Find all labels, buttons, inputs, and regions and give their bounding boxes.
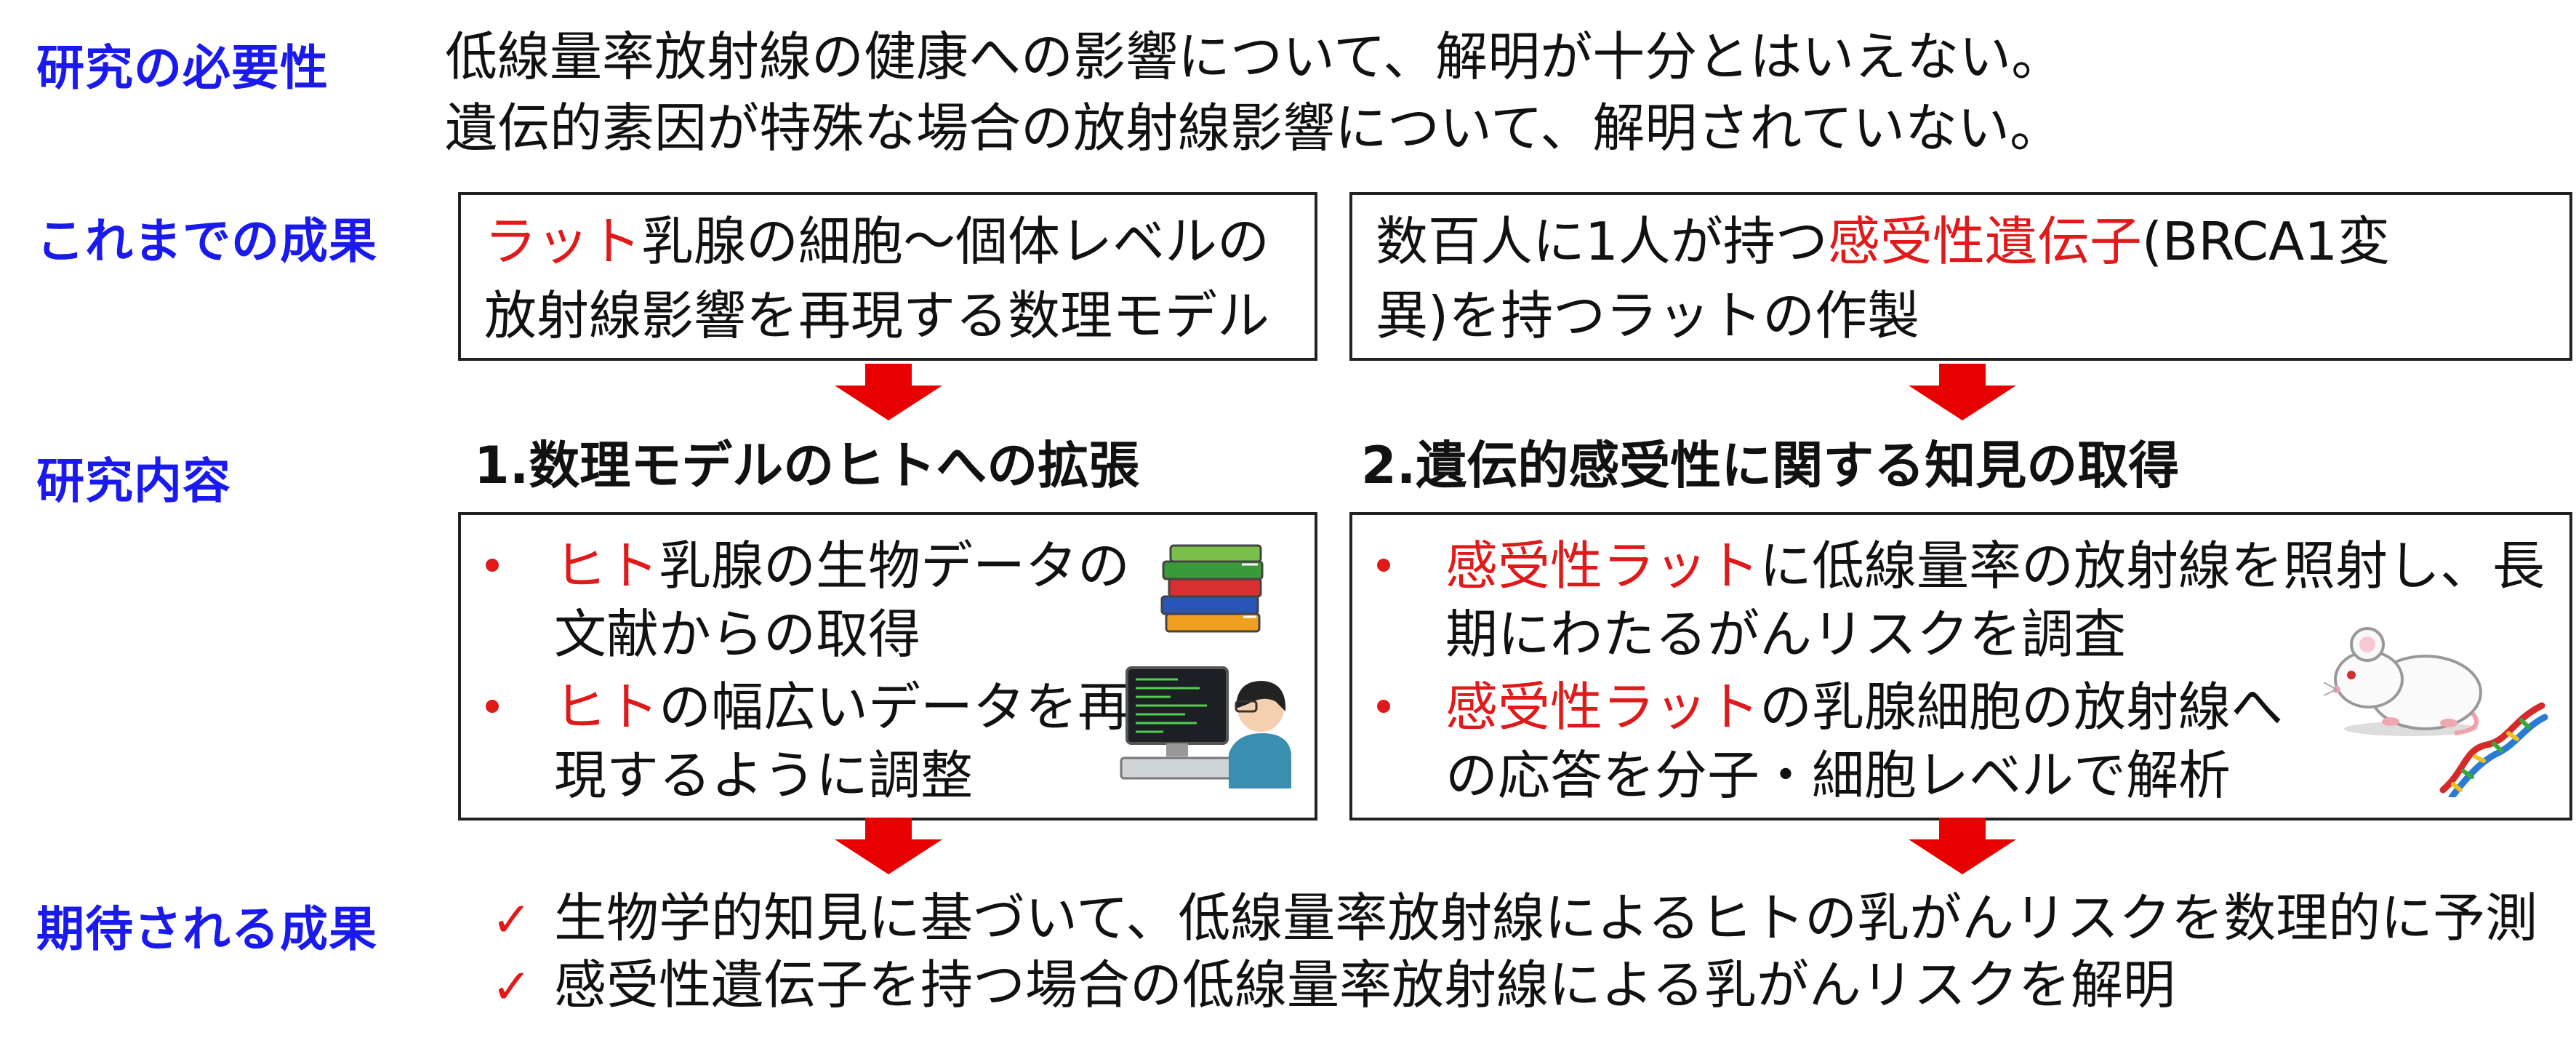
down-arrow-left-2: [835, 818, 942, 874]
rat-icon: [2324, 627, 2482, 736]
achievement-model-line-2: 放射線影響を再現する数理モデル: [484, 285, 1270, 346]
section-label-achievements: これまでの成果: [36, 213, 377, 269]
expected-item-1: 生物学的知見に基づいて、低線量率放射線によるヒトの乳がんリスクを数理的に予測: [554, 887, 2538, 949]
right-bullet-2-line-1: 感受性ラットの乳腺細胞の放射線へ: [1445, 676, 2284, 738]
section-label-expected: 期待される成果: [36, 901, 377, 957]
left-bullet-1-line-2: 文献からの取得: [554, 604, 921, 665]
right-bullet-1-line-1: 感受性ラットに低線量率の放射線を照射し、長: [1445, 535, 2545, 596]
down-arrow-right-1: [1909, 364, 2016, 420]
bullet-dot: [486, 559, 499, 572]
content-heading-1: 1.数理モデルのヒトへの拡張: [474, 436, 1140, 495]
section-label-necessity: 研究の必要性: [36, 40, 329, 96]
achievement-rat-line-1: 数百人に1人が持つ感受性遺伝子(BRCA1変: [1376, 211, 2391, 272]
left-bullet-2-line-2: 現するように調整: [554, 745, 974, 806]
section-label-content: 研究内容: [36, 453, 231, 509]
down-arrow-left-1: [835, 364, 942, 420]
necessity-line-1: 低線量率放射線の健康への影響について、解明が十分とはいえない。: [445, 26, 2064, 87]
right-bullet-1-line-2: 期にわたるがんリスクを調査: [1445, 604, 2127, 665]
content-heading-2: 2.遺伝的感受性に関する知見の取得: [1361, 436, 2180, 495]
achievement-model-line-1: ラット乳腺の細胞～個体レベルの: [484, 211, 1270, 272]
down-arrow-right-2: [1909, 818, 2016, 874]
expected-item-2: 感受性遺伝子を持つ場合の低線量率放射線による乳がんリスクを解明: [554, 954, 2175, 1015]
computer-user-icon: [1120, 666, 1291, 788]
achievement-rat-line-2: 異)を持つラットの作製: [1376, 285, 1920, 346]
achievement-box-rat: [1349, 192, 2572, 361]
dna-icon: [2439, 702, 2548, 797]
necessity-line-2: 遺伝的素因が特殊な場合の放射線影響について、解明されていない。: [445, 97, 2063, 159]
right-bullet-2-line-2: の応答を分子・細胞レベルで解析: [1445, 745, 2231, 806]
bullet-dot: [1377, 559, 1390, 572]
books-icon: [1160, 544, 1264, 633]
check-icon: ✓: [491, 892, 532, 948]
check-icon: ✓: [491, 959, 532, 1015]
left-bullet-1-line-1: ヒト乳腺の生物データの: [554, 535, 1131, 596]
bullet-dot: [486, 700, 499, 713]
bullet-dot: [1377, 700, 1390, 713]
achievement-box-model: [458, 192, 1317, 361]
left-bullet-2-line-1: ヒトの幅広いデータを再: [554, 676, 1131, 738]
